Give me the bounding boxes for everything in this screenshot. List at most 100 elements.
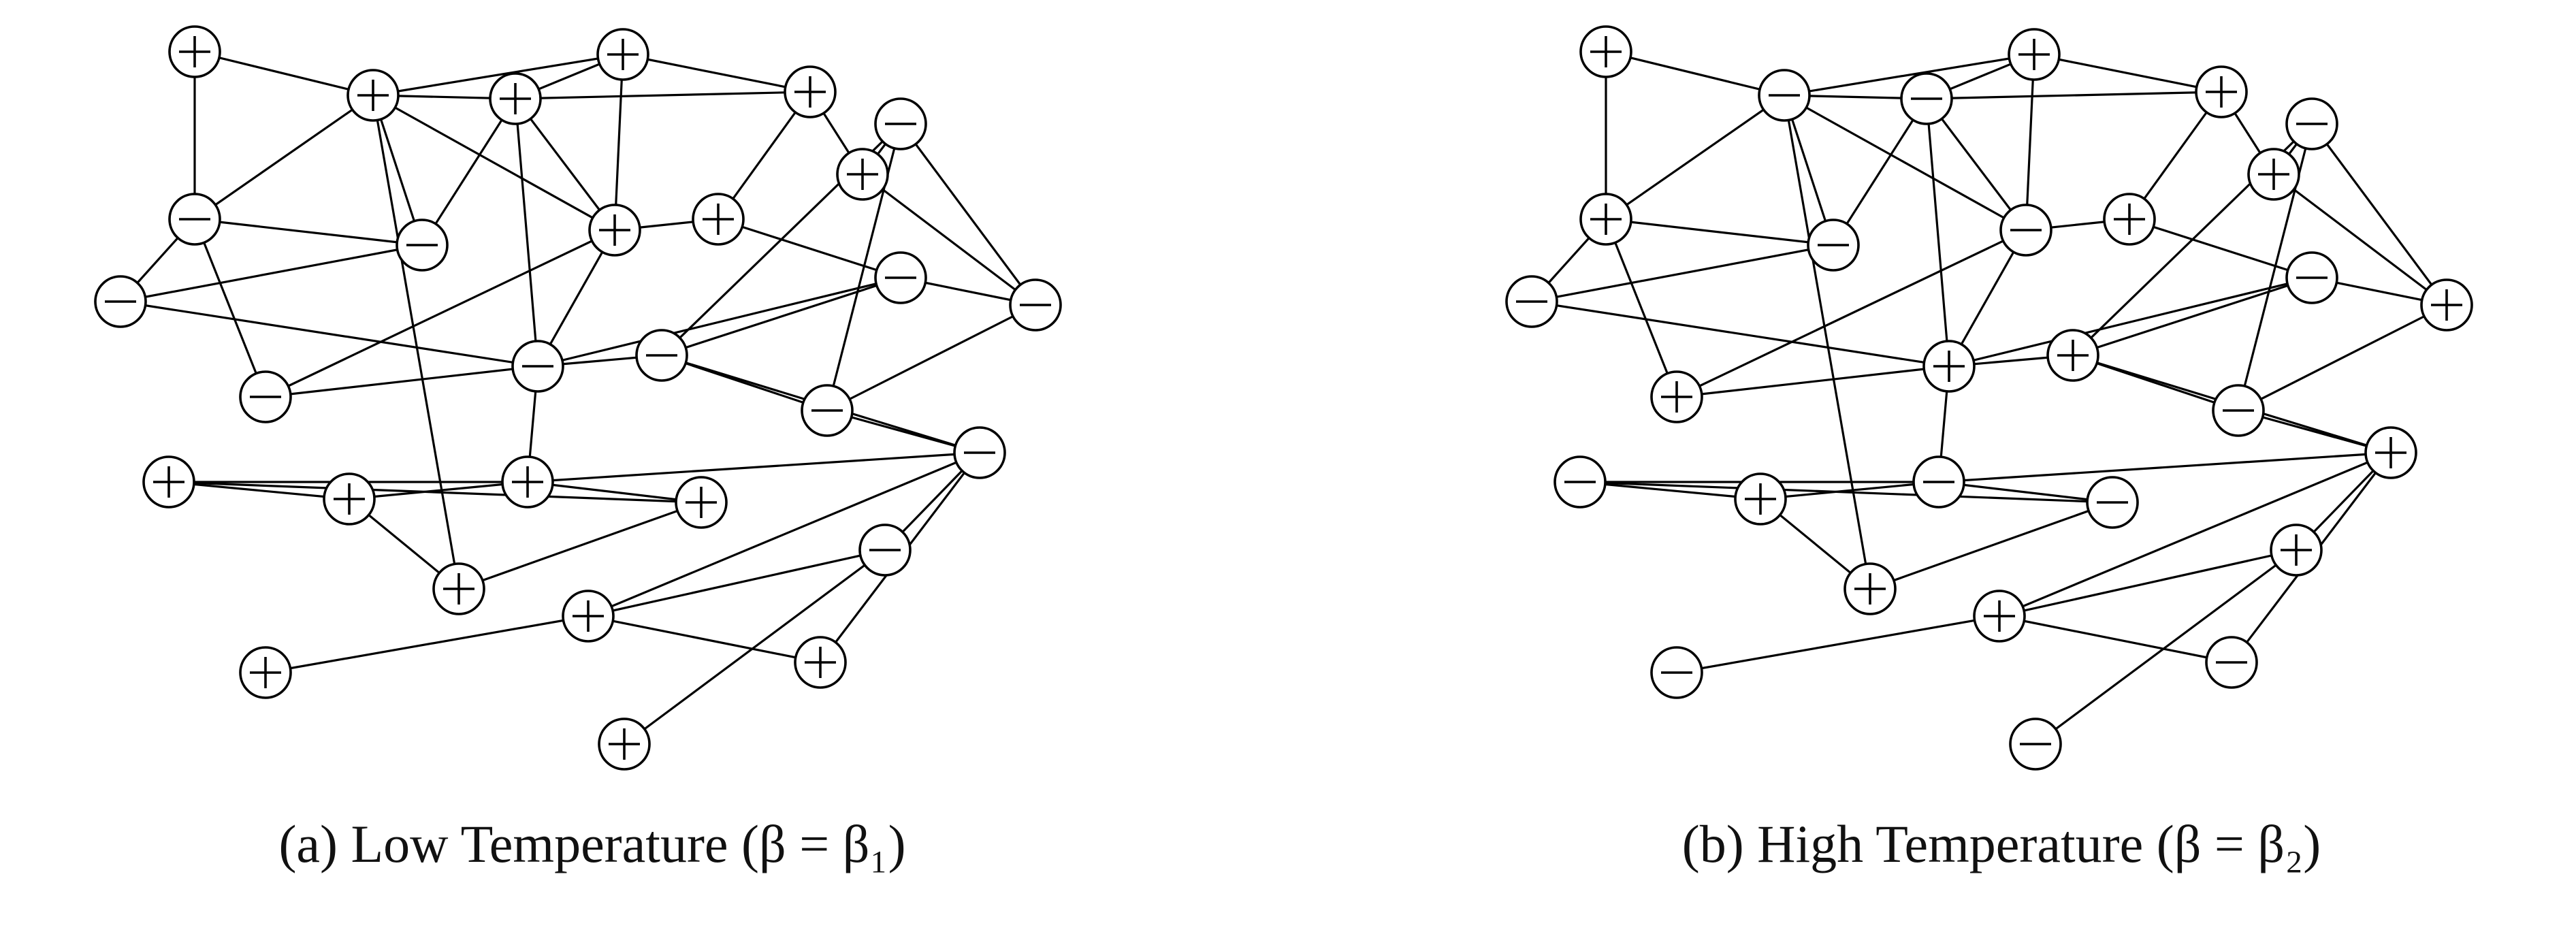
graph-high-temperature: [1505, 25, 2473, 771]
spin-down-node: [874, 251, 927, 304]
edge: [1605, 50, 1785, 97]
edge: [1605, 94, 1785, 221]
spin-up-node: [692, 193, 745, 246]
edge: [2238, 304, 2447, 412]
edge: [194, 94, 374, 221]
edge: [527, 451, 980, 483]
edge: [1832, 98, 1928, 246]
spin-up-node: [1734, 472, 1787, 526]
edge: [862, 173, 1036, 306]
spin-up-node: [2008, 28, 2061, 81]
spin-up-node: [2103, 193, 2156, 246]
edge: [1783, 95, 1871, 590]
edge: [1676, 365, 1950, 398]
spin-down-node: [239, 370, 292, 423]
spin-up-node: [323, 472, 376, 526]
spin-down-node: [2212, 384, 2265, 437]
edge: [622, 53, 811, 93]
edge: [2311, 123, 2448, 306]
edge: [1948, 276, 2313, 368]
spin-down-node: [511, 340, 564, 393]
spin-up-node: [168, 25, 221, 78]
spin-down-node: [396, 219, 449, 272]
edge: [2025, 54, 2035, 231]
edge: [458, 501, 702, 590]
edge: [718, 218, 901, 279]
edge: [613, 54, 624, 231]
edge: [349, 481, 528, 500]
spin-down-node: [801, 384, 854, 437]
edge: [537, 276, 901, 368]
edge: [1999, 615, 2232, 664]
spin-up-node: [347, 69, 400, 122]
spin-up-node: [2270, 524, 2323, 577]
spin-down-node: [2086, 476, 2139, 529]
spin-down-node: [1650, 646, 1703, 699]
spin-up-node: [501, 455, 554, 509]
spin-up-node: [142, 455, 195, 509]
spin-down-node: [1999, 204, 2052, 257]
spin-down-node: [953, 426, 1006, 479]
edge: [120, 300, 538, 368]
edge: [2273, 173, 2447, 306]
edge: [826, 304, 1036, 412]
spin-up-node: [2247, 148, 2300, 201]
edge: [1605, 219, 1678, 398]
spin-up-node: [836, 148, 889, 201]
spin-up-node: [1973, 590, 2026, 643]
spin-up-node: [596, 28, 649, 81]
edge: [1938, 451, 2392, 483]
spin-down-node: [1900, 72, 1953, 125]
spin-down-node: [1912, 455, 1965, 509]
edge: [1999, 451, 2392, 617]
edge: [514, 98, 616, 231]
spin-down-node: [1758, 69, 1811, 122]
spin-down-node: [168, 193, 221, 246]
edge: [2033, 53, 2222, 93]
edge: [2035, 549, 2297, 745]
edge: [587, 451, 980, 617]
edge: [527, 481, 702, 504]
spin-down-node: [635, 329, 688, 382]
edge: [168, 481, 702, 504]
edge: [421, 98, 517, 246]
spin-up-node: [1579, 25, 1632, 78]
edge: [515, 91, 811, 100]
edge: [2072, 276, 2313, 357]
spin-down-node: [94, 275, 147, 328]
spin-up-node: [1844, 562, 1897, 615]
edge: [168, 481, 350, 500]
edge: [1999, 549, 2297, 617]
edge: [372, 53, 624, 97]
spin-down-node: [1807, 219, 1860, 272]
edge: [372, 94, 615, 231]
spin-up-node: [489, 72, 542, 125]
edge: [265, 365, 538, 398]
spin-up-node: [1922, 340, 1976, 393]
spin-down-node: [2205, 636, 2258, 689]
spin-down-node: [874, 97, 927, 150]
spin-down-node: [1505, 275, 1558, 328]
spin-up-node: [784, 65, 837, 118]
edge: [120, 244, 423, 303]
edge: [661, 276, 901, 357]
spin-down-node: [2285, 97, 2338, 150]
spin-up-node: [588, 204, 641, 257]
edge: [1676, 229, 2027, 398]
spin-down-node: [1009, 278, 1062, 332]
spin-up-node: [598, 718, 651, 771]
edge: [587, 615, 821, 664]
edge: [1784, 53, 2035, 97]
spin-up-node: [1650, 370, 1703, 423]
spin-up-node: [2195, 65, 2248, 118]
edge: [2129, 218, 2313, 279]
spin-up-node: [432, 562, 485, 615]
edge: [1938, 481, 2113, 504]
spin-down-node: [858, 524, 912, 577]
edge: [1531, 244, 1834, 303]
edge: [1925, 98, 2027, 231]
spin-down-node: [2009, 718, 2062, 771]
edge: [587, 549, 886, 617]
edge: [1925, 98, 1950, 367]
